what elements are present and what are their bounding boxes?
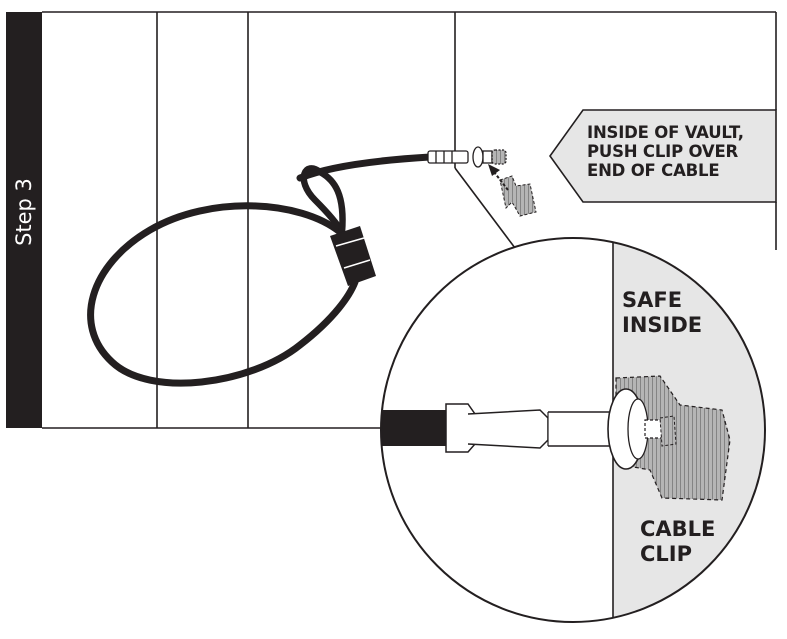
magnified-detail	[380, 237, 766, 623]
clip-label-line: CLIP	[640, 542, 692, 566]
callout-line: INSIDE OF VAULT,	[587, 123, 744, 142]
safe-label-line: SAFE	[622, 288, 683, 312]
callout-box	[549, 109, 777, 203]
safe-label-line: INSIDE	[622, 313, 703, 337]
cable-detail	[381, 388, 677, 470]
step-label: Step 3	[12, 178, 36, 246]
cable-sleeve	[330, 226, 376, 286]
step-sidebar	[6, 12, 42, 428]
safe-inside-label: SAFE INSIDE	[622, 288, 702, 338]
cable-end-fitting	[427, 146, 507, 168]
cable-clip-label: CABLE CLIP	[640, 517, 715, 567]
callout-line: END OF CABLE	[587, 161, 720, 180]
security-cable	[87, 146, 537, 387]
small-cable-clip	[499, 175, 537, 217]
callout-line: PUSH CLIP OVER	[587, 142, 739, 161]
safe-wall-panel	[42, 11, 777, 429]
push-arrow-icon	[488, 164, 509, 191]
callout-instruction: INSIDE OF VAULT, PUSH CLIP OVER END OF C…	[587, 123, 777, 180]
clip-label-line: CABLE	[640, 517, 716, 541]
